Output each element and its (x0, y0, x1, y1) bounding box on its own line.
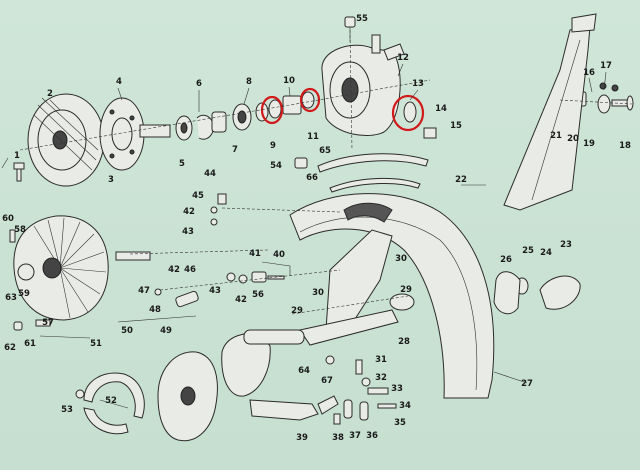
leader-lines (1, 29, 633, 384)
part-label-21: 21 (550, 131, 562, 141)
small-fasteners-right (325, 355, 397, 425)
part-label-20: 20 (567, 134, 579, 144)
part-label-19: 19 (583, 139, 595, 149)
part-label-43: 43 (209, 286, 221, 296)
part-label-17: 17 (600, 61, 612, 71)
part-label-67: 67 (321, 376, 333, 386)
part-label-31: 31 (375, 355, 387, 365)
part-label-12: 12 (397, 53, 409, 63)
part-label-30: 30 (395, 254, 407, 264)
bolt-part (13, 162, 25, 182)
part-label-30: 30 (312, 288, 324, 298)
part-label-3: 3 (108, 175, 114, 185)
part-label-5: 5 (179, 159, 185, 169)
part-label-35: 35 (394, 418, 406, 428)
part-label-6: 6 (196, 79, 202, 89)
highlight-circle-housing (391, 94, 425, 132)
part-label-57: 57 (42, 318, 54, 328)
hub-flange-part (99, 97, 171, 171)
part-label-14: 14 (435, 104, 447, 114)
part-label-53: 53 (61, 405, 73, 415)
fork-end-parts (493, 271, 581, 315)
part-label-36: 36 (366, 431, 378, 441)
part-label-22: 22 (455, 175, 467, 185)
part-label-66: 66 (306, 173, 318, 183)
part-label-29: 29 (400, 285, 412, 295)
part-label-49: 49 (160, 326, 172, 336)
part-label-54: 54 (270, 161, 282, 171)
part-label-46: 46 (184, 265, 196, 275)
brake-drum-part (157, 351, 218, 442)
highlight-circle-left (260, 95, 284, 125)
part-label-62: 62 (4, 343, 16, 353)
brake-shoes-part (83, 372, 145, 435)
part-label-27: 27 (521, 379, 533, 389)
highlight-circle-right (299, 87, 321, 113)
fork-tube-part (503, 13, 597, 211)
part-label-2: 2 (47, 89, 53, 99)
part-label-65: 65 (319, 146, 331, 156)
part-label-41: 41 (249, 249, 261, 259)
part-label-64: 64 (298, 366, 310, 376)
hub-cover-part (27, 93, 105, 187)
nut-part (294, 157, 308, 169)
seal-bearing-assembly (260, 87, 321, 125)
part-label-45: 45 (192, 191, 204, 201)
part-label-11: 11 (307, 132, 319, 142)
small-fasteners-left (9, 229, 51, 331)
part-label-48: 48 (149, 305, 161, 315)
part-label-33: 33 (391, 384, 403, 394)
part-label-13: 13 (412, 79, 424, 89)
part-label-61: 61 (24, 339, 36, 349)
part-label-56: 56 (252, 290, 264, 300)
part-label-9: 9 (270, 141, 276, 151)
part-label-8: 8 (246, 77, 252, 87)
part-label-15: 15 (450, 121, 462, 131)
part-label-34: 34 (399, 401, 411, 411)
part-label-44: 44 (204, 169, 216, 179)
small-fasteners-center (154, 193, 285, 308)
axle-parts-row (175, 102, 269, 141)
part-label-59: 59 (18, 289, 30, 299)
part-label-10: 10 (283, 76, 295, 86)
part-label-39: 39 (296, 433, 308, 443)
part-label-52: 52 (105, 396, 117, 406)
top-nut-part (344, 16, 356, 42)
part-label-16: 16 (583, 68, 595, 78)
brake-plate-part (13, 215, 151, 321)
part-label-28: 28 (398, 337, 410, 347)
part-label-60: 60 (2, 214, 14, 224)
part-label-51: 51 (90, 339, 102, 349)
part-label-42: 42 (168, 265, 180, 275)
part-label-42: 42 (183, 207, 195, 217)
part-label-55: 55 (356, 14, 368, 24)
fork-housing-part (321, 34, 437, 139)
spring-part (75, 389, 85, 399)
part-label-42: 42 (235, 295, 247, 305)
part-label-47: 47 (138, 286, 150, 296)
part-label-23: 23 (560, 240, 572, 250)
part-label-50: 50 (121, 326, 133, 336)
part-label-43: 43 (182, 227, 194, 237)
part-label-18: 18 (619, 141, 631, 151)
part-label-32: 32 (375, 373, 387, 383)
part-number-labels: 1234567891011121314151617181920212223242… (2, 14, 631, 443)
part-label-58: 58 (14, 225, 26, 235)
part-label-63: 63 (5, 293, 17, 303)
part-label-37: 37 (349, 431, 361, 441)
part-label-40: 40 (273, 250, 285, 260)
part-label-26: 26 (500, 255, 512, 265)
mudguard-trim-part (317, 153, 429, 193)
part-label-38: 38 (332, 433, 344, 443)
part-label-7: 7 (232, 145, 238, 155)
brake-arm-assembly (221, 329, 339, 421)
part-label-1: 1 (14, 151, 20, 161)
part-label-4: 4 (116, 77, 122, 87)
part-label-29: 29 (291, 306, 303, 316)
part-label-25: 25 (522, 246, 534, 256)
part-label-24: 24 (540, 248, 552, 258)
